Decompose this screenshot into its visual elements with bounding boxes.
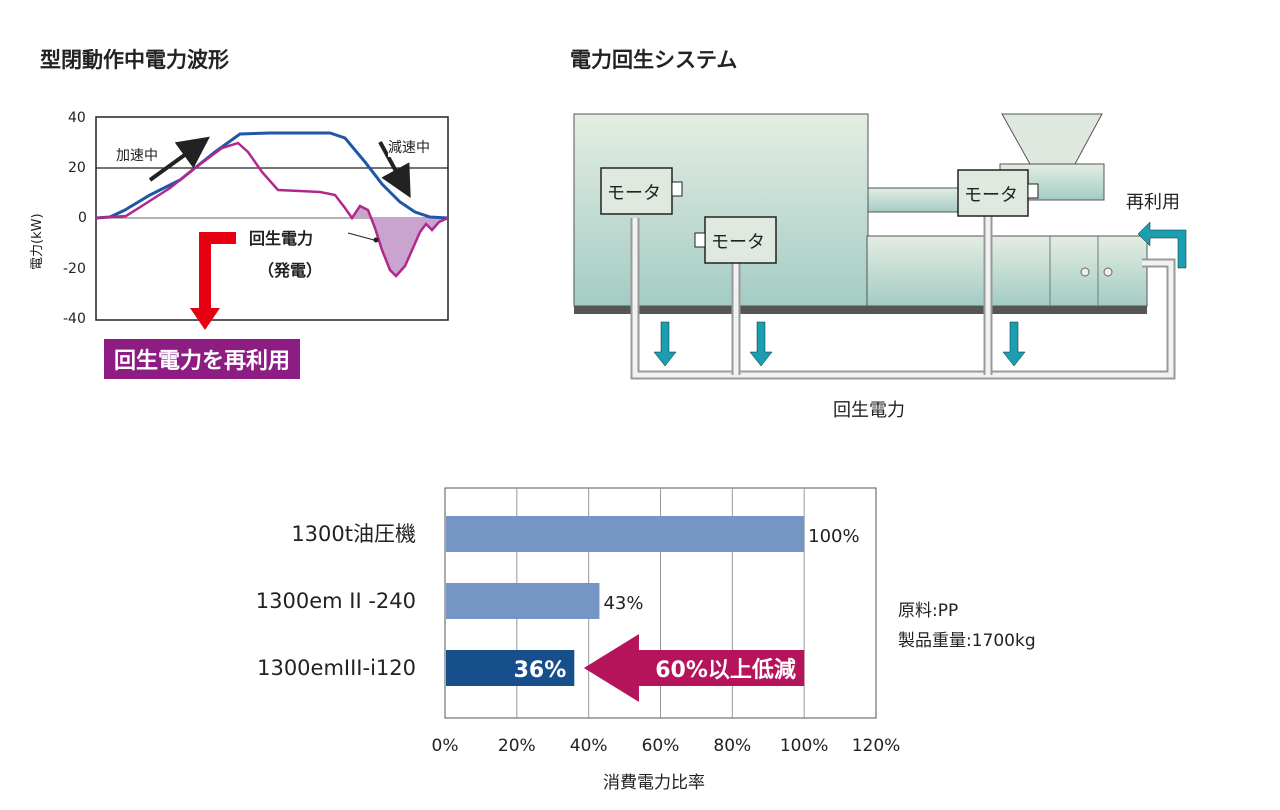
- motor-box-1: [600, 167, 673, 215]
- speed-curve: [95, 131, 449, 220]
- motor-shaft-2: [694, 232, 706, 248]
- system-panel: [560, 100, 1200, 400]
- bar-xlabel: 消費電力比率: [603, 773, 705, 793]
- pipe-drops-inner: [733, 216, 991, 375]
- ytick-20: 20: [68, 160, 86, 176]
- motor-label-1: モータ: [607, 183, 661, 204]
- bar: [446, 650, 575, 686]
- data-label: 36%: [514, 658, 567, 683]
- accel-label: 加速中: [116, 145, 158, 165]
- decel-arrow: [378, 141, 411, 199]
- category-label: 1300emIII-i120: [257, 656, 416, 680]
- regen-dot: [373, 237, 379, 243]
- panel-knob-1: [1080, 267, 1090, 277]
- motor-shaft-3: [1027, 183, 1039, 199]
- x-tick-label: 0%: [432, 736, 459, 756]
- panel-knob-2: [1103, 267, 1113, 277]
- motor-box-3: [957, 169, 1029, 217]
- motor-label-2: モータ: [711, 232, 765, 253]
- system-svg: [573, 113, 1187, 380]
- regen-power-label: 回生電力: [833, 400, 905, 421]
- system-title: 電力回生システム: [570, 48, 738, 72]
- ytick-minus40: -40: [63, 311, 86, 327]
- accel-arrow: [148, 136, 210, 182]
- waveform-title: 型閉動作中電力波形: [40, 48, 229, 72]
- x-tick-label: 20%: [498, 736, 536, 756]
- ytick-40: 40: [68, 110, 86, 126]
- hopper: [1001, 113, 1103, 165]
- category-label: 1300em II -240: [256, 589, 416, 613]
- x-tick-label: 60%: [642, 736, 680, 756]
- bar-chart-svg: 100% 43% 36% 0% 20% 40% 60% 80% 100% 120% 1300t油…: [256, 487, 901, 756]
- motor-label-3: モータ: [964, 185, 1018, 206]
- x-tick-label: 100%: [780, 736, 829, 756]
- regen-label-2: （発電）: [258, 261, 323, 280]
- bar-chart: 100% 43% 36% 0% 20% 40% 60% 80% 100% 120% 1300t油…: [0, 470, 1280, 806]
- note-material: 原料:PP: [898, 601, 959, 621]
- down-arrows: [653, 321, 1026, 367]
- motor-box-2: [704, 216, 777, 264]
- data-label: 43%: [603, 593, 643, 614]
- x-tick-label: 40%: [570, 736, 608, 756]
- regen-label-1: 回生電力: [249, 225, 314, 249]
- ytick-minus20: -20: [63, 261, 86, 277]
- regen-area: [352, 206, 446, 276]
- machine-floor: [574, 306, 1147, 314]
- motor-shaft-1: [671, 181, 683, 197]
- decel-label: 減速中: [388, 137, 430, 157]
- bar: [446, 583, 600, 619]
- regen-pointer: [347, 232, 375, 241]
- data-label: 100%: [808, 526, 859, 547]
- reduction-label: 60%以上低減: [655, 658, 796, 683]
- category-label: 1300t油圧機: [291, 522, 416, 546]
- red-arrow-shaft: [199, 232, 236, 310]
- ytick-0: 0: [78, 210, 87, 226]
- note-weight: 製品重量:1700kg: [898, 631, 1036, 651]
- bar: [446, 516, 805, 552]
- x-tick-label: 80%: [713, 736, 751, 756]
- red-arrow-head: [190, 308, 220, 330]
- pipe-inner: [632, 218, 1174, 378]
- reuse-label: 再利用: [1126, 192, 1180, 213]
- waveform-ylabel: 電力(kW): [30, 213, 45, 270]
- reduction-arrow: [583, 634, 805, 702]
- reuse-banner: 回生電力を再利用: [104, 339, 301, 379]
- tie-bar: [866, 187, 968, 213]
- x-tick-label: 120%: [852, 736, 901, 756]
- reuse-arrow: [1137, 221, 1187, 269]
